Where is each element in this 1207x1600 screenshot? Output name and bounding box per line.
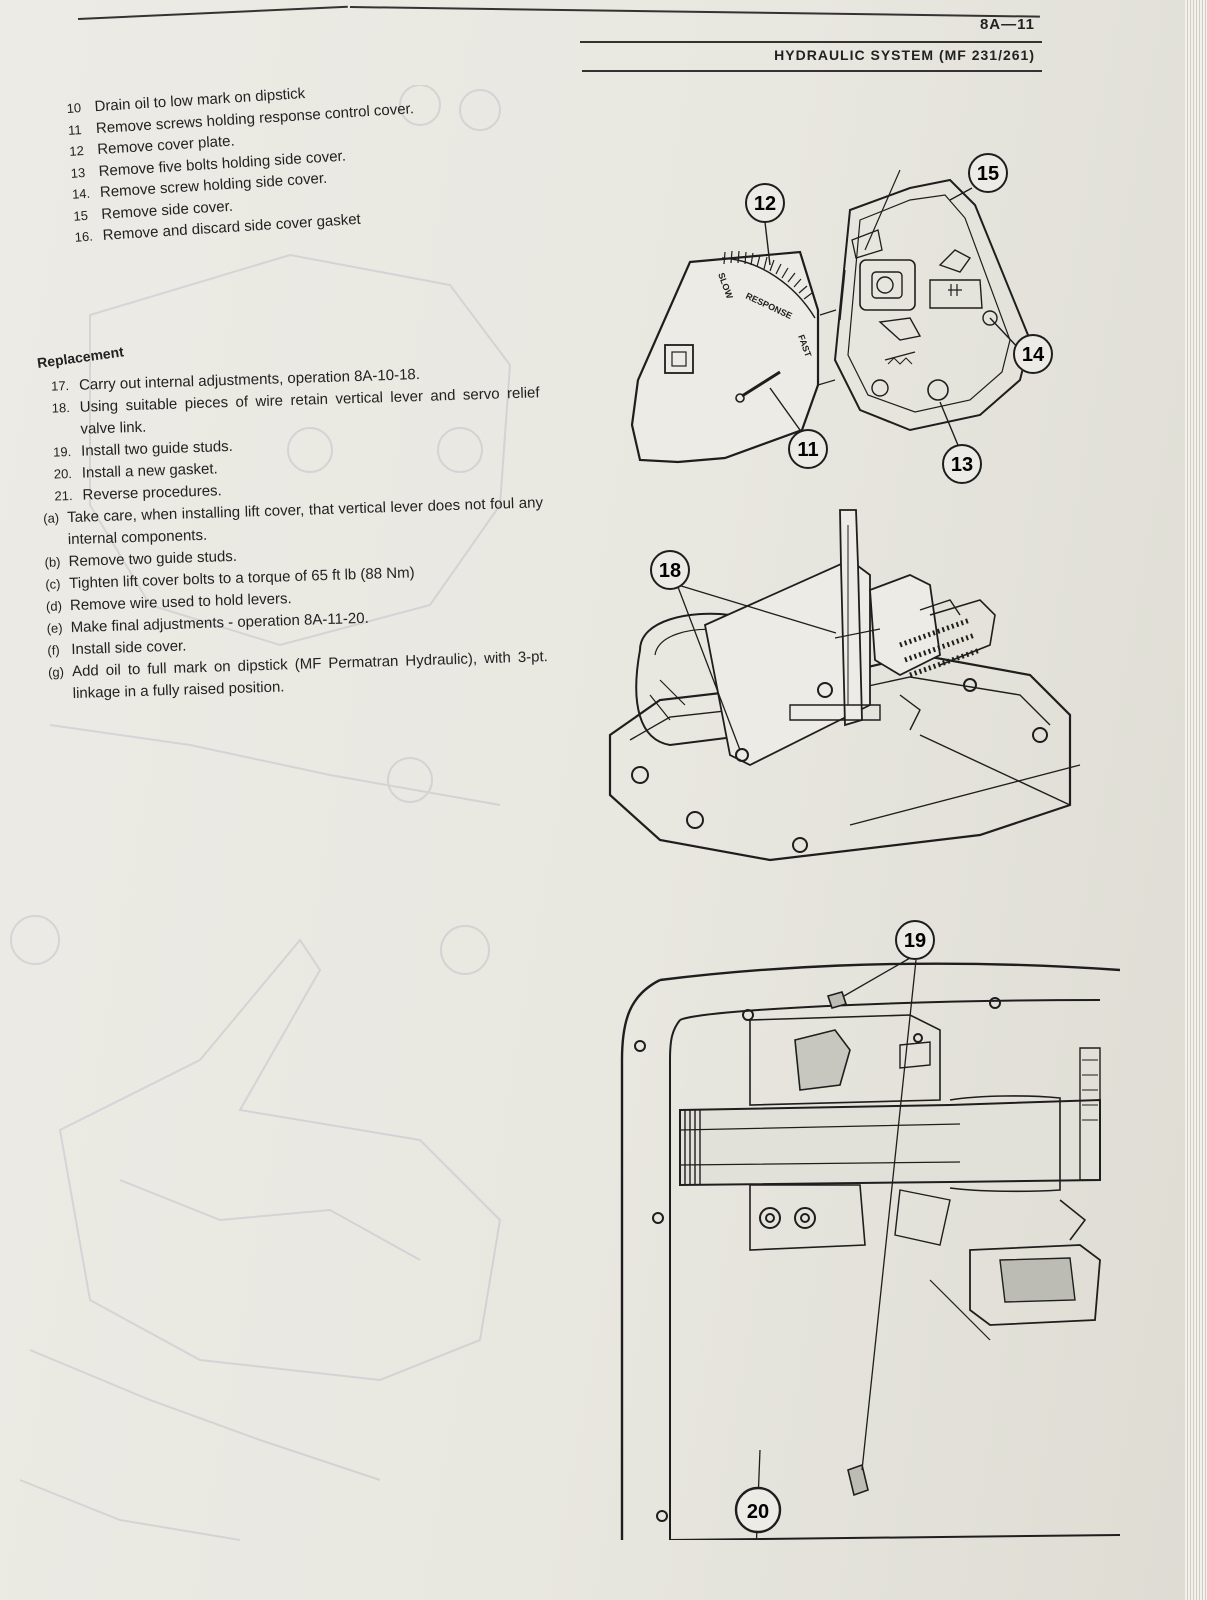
screw [741, 370, 781, 398]
callout-19: 19 [895, 920, 935, 960]
guide-stud [847, 1463, 869, 1497]
guide-stud [826, 991, 848, 1009]
figure-side-cover-removal: SLOW RESPONSE FAST 12 15 14 [630, 153, 1053, 484]
book-page-edges [1185, 0, 1207, 1600]
svg-text:20: 20 [747, 1501, 769, 1523]
header-top-rule [78, 5, 348, 20]
callout-12: 12 [745, 183, 785, 223]
bleed-through-drawing-top [49, 85, 512, 806]
header-top-rule-right [349, 6, 1040, 18]
page-number: 8A—11 [979, 16, 1035, 33]
svg-text:19: 19 [904, 930, 926, 952]
svg-text:14: 14 [1022, 344, 1045, 366]
vertical-lever [839, 509, 863, 727]
svg-text:18: 18 [659, 560, 681, 582]
svg-text:13: 13 [951, 454, 973, 476]
callout-18: 18 [650, 550, 690, 590]
callout-13: 13 [942, 444, 982, 484]
figure-lever-wire-retention: 18 [608, 509, 1081, 862]
svg-text:11: 11 [797, 439, 818, 461]
header-underline [582, 70, 1042, 72]
figure-guide-studs-gasket: 19 [620, 920, 1120, 1540]
callout-11: 11 [788, 429, 828, 469]
replacement-section: Replacement 17.Carry out internal adjust… [36, 336, 549, 706]
header-divider [580, 41, 1042, 43]
side-cover-outline [833, 178, 1032, 432]
svg-text:15: 15 [977, 163, 999, 185]
response-cover-plate [630, 250, 820, 464]
replacement-steps-list: 17.Carry out internal adjustments, opera… [39, 360, 543, 508]
bleed-through-drawing [10, 915, 502, 1541]
svg-text:12: 12 [754, 193, 776, 215]
gasket-outline [679, 999, 1101, 1021]
section-title: HYDRAULIC SYSTEM (MF 231/261) [774, 47, 1035, 63]
reverse-procedure-substeps: (a)Take care, when installing lift cover… [43, 492, 549, 706]
callout-14: 14 [1013, 334, 1053, 374]
callout-20: 20 [734, 1486, 782, 1534]
callout-15: 15 [968, 153, 1008, 193]
